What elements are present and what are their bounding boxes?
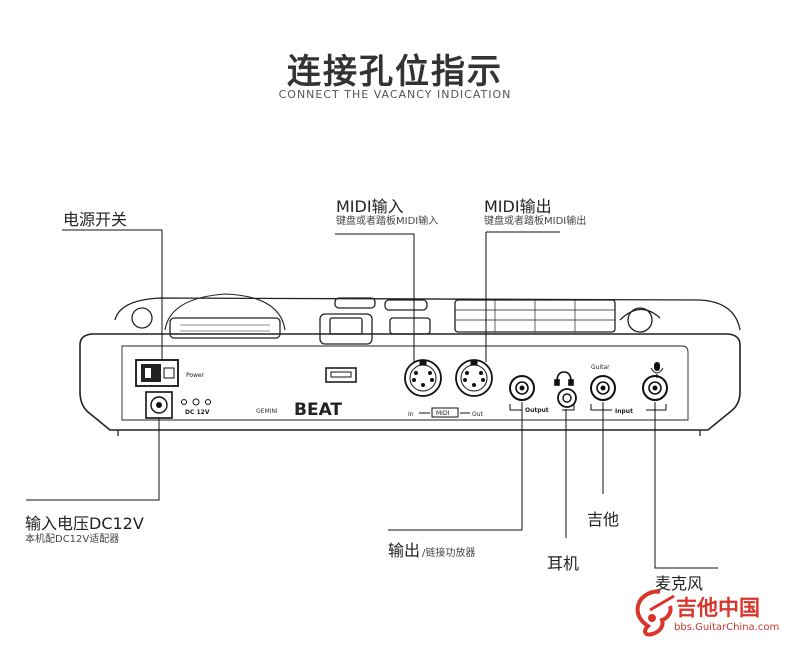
output-port-label: Output <box>525 407 549 414</box>
callout-midi-out-title: MIDI输出 <box>484 197 552 216</box>
callout-midi-in-title: MIDI输入 <box>336 197 404 216</box>
watermark-url: bbs.GuitarChina.com <box>674 622 780 633</box>
headphone-icon <box>554 371 574 386</box>
callout-midi-in-desc: 键盘或者踏板MIDI输入 <box>336 216 439 227</box>
callout-midi-out-desc: 键盘或者踏板MIDI输出 <box>484 216 587 227</box>
brand-logo: BEAT <box>294 400 342 420</box>
guitar-logo-icon <box>635 589 675 637</box>
midi-in-port-label: In <box>408 411 414 418</box>
brand-small-label: GEMINI <box>256 408 278 415</box>
callout-guitar-title: 吉他 <box>587 510 620 529</box>
power-switch-graphic <box>135 359 179 387</box>
mic-jack-graphic <box>642 375 668 401</box>
dc-port-label: DC 12V <box>185 409 210 416</box>
callout-mic-title: 麦克风 <box>655 574 704 593</box>
device-body <box>79 293 741 436</box>
watermark: 吉他中国 bbs.GuitarChina.com <box>630 586 786 642</box>
page-subtitle: CONNECT THE VACANCY INDICATION <box>278 88 512 101</box>
callout-output-desc: /链接功放器 <box>422 548 476 559</box>
output-jack-graphic <box>509 375 535 401</box>
callout-output-title: 输出 <box>388 541 421 560</box>
callout-dc-title: 输入电压DC12V <box>25 514 144 533</box>
leader-lines <box>26 229 718 569</box>
midi-out-port-label: Out <box>472 411 484 418</box>
headphone-jack-graphic <box>557 388 577 408</box>
input-port-label: Input <box>615 408 633 415</box>
power-port-label: Power <box>186 372 205 379</box>
callout-power-title: 电源开关 <box>63 210 128 229</box>
callout-headphone-title: 耳机 <box>547 554 580 573</box>
midi-port-label: MIDI <box>436 410 450 417</box>
guitar-jack-graphic <box>590 375 616 401</box>
callout-dc-desc: 本机配DC12V适配器 <box>25 534 120 545</box>
midi-in-port-graphic <box>404 359 442 397</box>
watermark-name: 吉他中国 <box>676 596 760 620</box>
midi-out-port-graphic <box>455 359 493 397</box>
callout-output: 输出/链接功放器 <box>388 537 475 561</box>
guitar-port-label: Guitar <box>591 364 610 371</box>
usb-port-graphic <box>325 367 357 383</box>
page-title: 连接孔位指示 <box>287 52 503 92</box>
